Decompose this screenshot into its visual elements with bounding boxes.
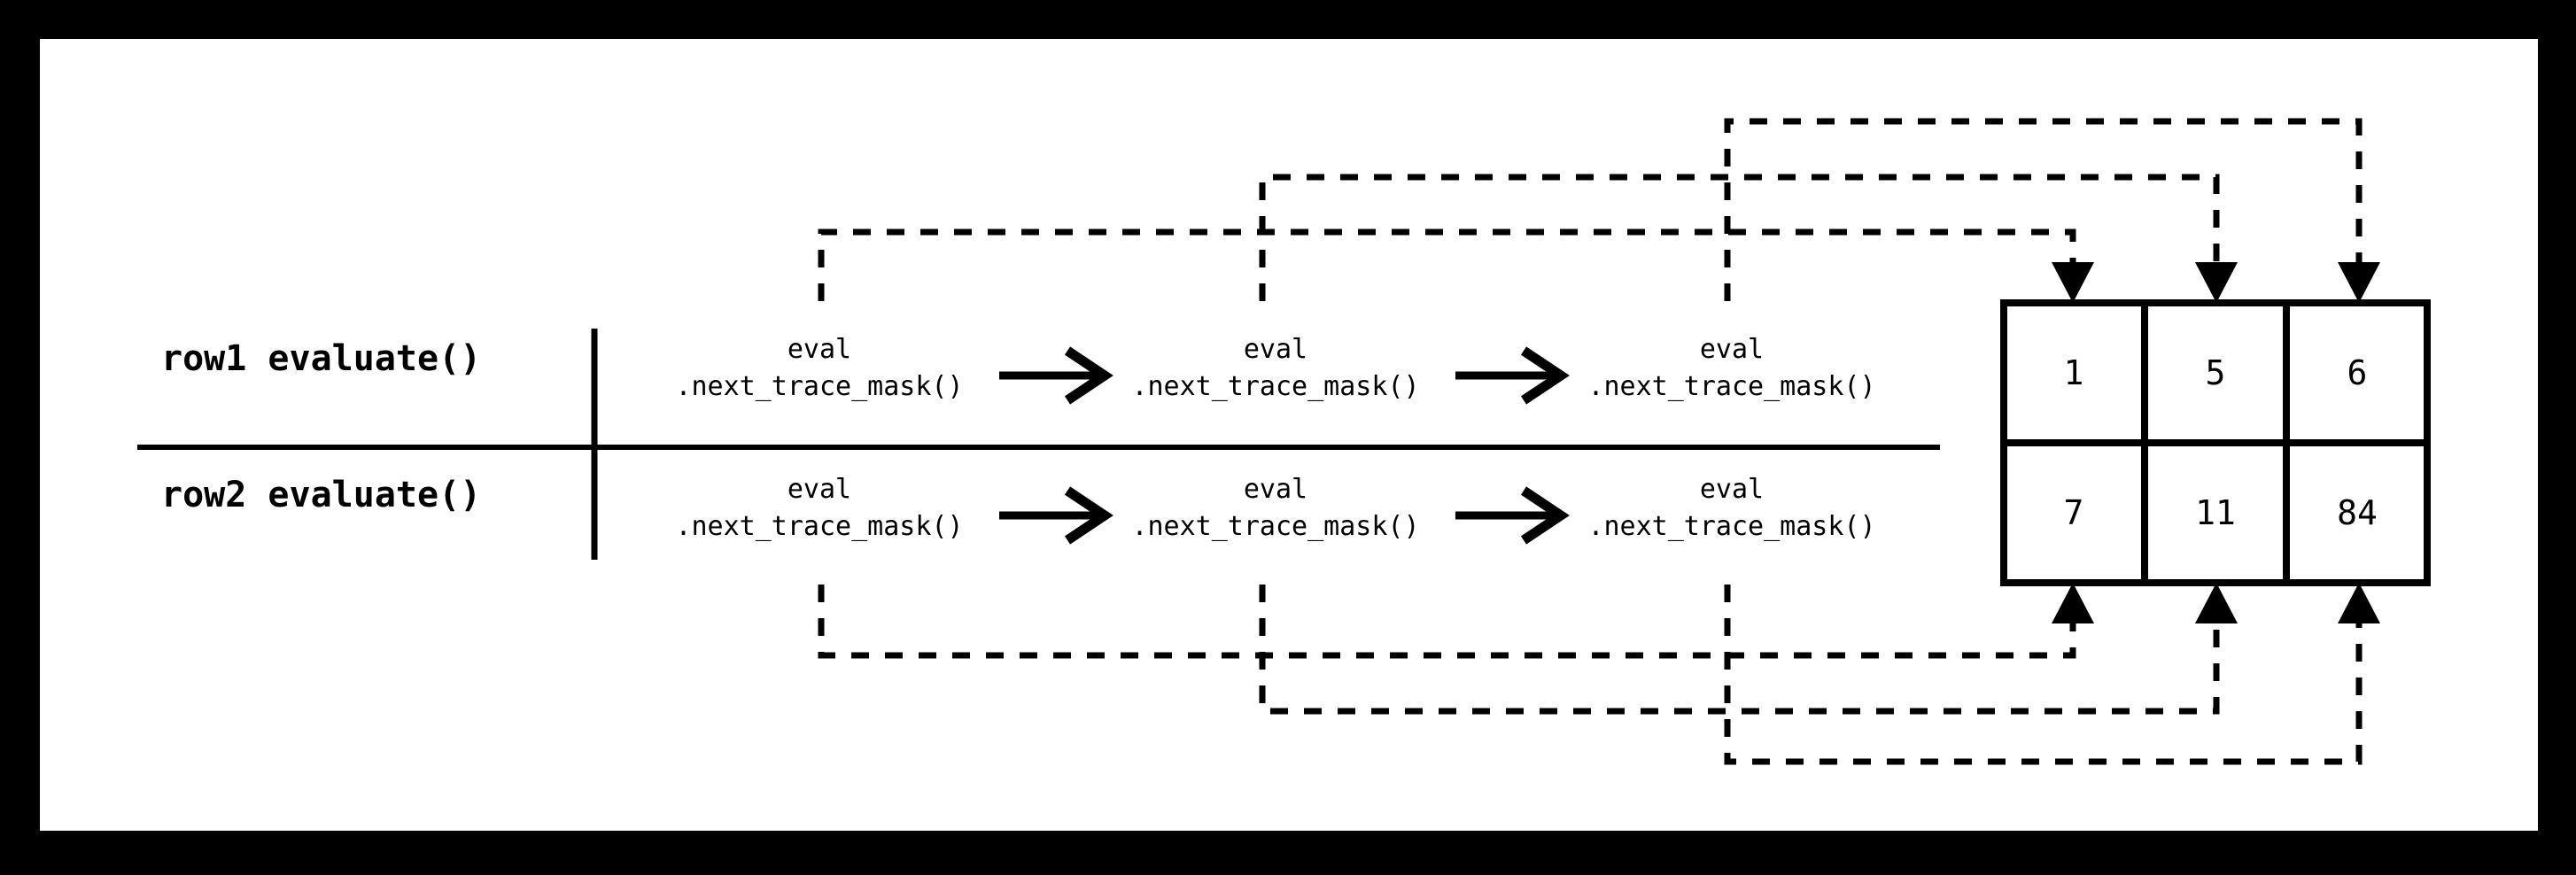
row2-step-2-line2: .next_trace_mask(): [1131, 511, 1419, 542]
row1-step-1-line1: eval: [788, 334, 851, 365]
row2-step-2: eval .next_trace_mask(): [1131, 474, 1419, 542]
row-label-row1: row1 evaluate(): [161, 338, 481, 379]
row2-step-2-line1: eval: [1244, 474, 1307, 505]
row1-step-1: eval .next_trace_mask(): [675, 334, 963, 402]
arrow-up-icon: [2052, 583, 2094, 623]
row2-flow-arrow-1: [999, 486, 1113, 545]
row1-flow-arrow-1: [999, 346, 1113, 405]
row1-step-1-line2: .next_trace_mask(): [675, 371, 963, 402]
arrow-down-icon: [2338, 262, 2380, 303]
row2-step-3: eval .next_trace_mask(): [1587, 474, 1875, 542]
arrow-down-icon: [2052, 262, 2094, 303]
row1-flow-arrow-2: [1455, 346, 1570, 405]
row1-connector-2: [1259, 174, 2238, 303]
row1-step-3-line1: eval: [1700, 334, 1764, 365]
arrow-up-icon: [2338, 583, 2380, 623]
row2-step-3-line1: eval: [1700, 474, 1764, 505]
table-cell-r2c2: 11: [2195, 493, 2236, 532]
row1-step-3: eval .next_trace_mask(): [1587, 334, 1875, 402]
table-cell-r1c2: 5: [2206, 353, 2226, 392]
row2-connector-1: [818, 583, 2094, 659]
result-table: 1 5 6 7 11 84: [2000, 299, 2431, 586]
row2-flow-arrow-2: [1455, 486, 1570, 545]
row1-step-2-line2: .next_trace_mask(): [1131, 371, 1419, 402]
diagram-canvas: [40, 39, 2538, 831]
row2-step-1-line2: .next_trace_mask(): [675, 511, 963, 542]
row2-step-3-line2: .next_trace_mask(): [1587, 511, 1875, 542]
table-cell-r1c1: 1: [2064, 353, 2084, 392]
table-cell-r1c3: 6: [2347, 353, 2368, 392]
table-cell-r2c1: 7: [2064, 493, 2084, 532]
arrow-up-icon: [2195, 583, 2238, 623]
row2-step-1-line1: eval: [788, 474, 851, 505]
row1-step-3-line2: .next_trace_mask(): [1587, 371, 1875, 402]
row1-step-2: eval .next_trace_mask(): [1131, 334, 1419, 402]
row-label-row2: row2 evaluate(): [161, 475, 481, 515]
table-cell-r2c3: 84: [2337, 493, 2378, 532]
row2-connector-2: [1259, 583, 2238, 715]
row1-connector-3: [1724, 118, 2380, 303]
row2-connector-3: [1724, 583, 2380, 765]
arrow-down-icon: [2195, 262, 2238, 303]
row1-connector-1: [818, 228, 2094, 303]
row1-step-2-line1: eval: [1244, 334, 1307, 365]
row2-step-1: eval .next_trace_mask(): [675, 474, 963, 542]
